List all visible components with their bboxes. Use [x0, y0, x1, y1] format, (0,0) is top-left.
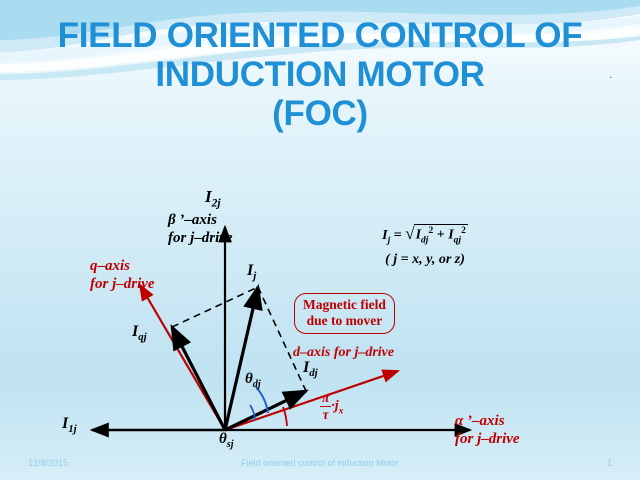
label-i1j: I1j [62, 415, 77, 436]
label-beta-axis: β ’–axis for j–drive [168, 212, 233, 246]
formula-condition: ( j = x, y, or z) [385, 251, 465, 267]
callout-line-2: due to mover [306, 312, 383, 328]
magnetic-field-callout: Magnetic field due to mover [294, 293, 395, 334]
footer-page-number: 1 [606, 458, 612, 468]
decorative-dot: . [609, 70, 613, 81]
title-line-2: INDUCTION MOTOR [155, 55, 485, 95]
label-theta-dj: θdj [245, 371, 261, 390]
footer-title: Field oriented control of induction Moto… [240, 458, 400, 468]
label-i2j: I2j [205, 187, 221, 210]
footer-date: 12/8/2015 [28, 458, 69, 468]
slide-footer: 12/8/2015 Field oriented control of indu… [0, 458, 640, 474]
formula-equation: Ij = √ Idj2 + Iqj2 [382, 224, 468, 246]
label-theta-sj: θsj [219, 431, 234, 450]
diagram-vectors [89, 224, 473, 438]
current-magnitude-formula: Ij = √ Idj2 + Iqj2 ( j = x, y, or z) [320, 223, 530, 270]
label-idj: Idj [303, 359, 318, 380]
label-d-axis: d–axis for j–drive [293, 345, 395, 360]
callout-line-1: Magnetic field [303, 297, 386, 312]
label-alpha-axis: α ’–axis for j–drive [455, 413, 520, 447]
phasor-diagram: I2j β ’–axis for j–drive q–axis for j–dr… [0, 175, 640, 450]
page-title: FIELD ORIENTED CONTROL OF INDUCTION MOTO… [0, 16, 640, 134]
label-ij: Ij [247, 262, 257, 283]
pi-over-tau-term: π τ ·jx [320, 390, 344, 422]
label-q-axis: q–axis for j–drive [90, 258, 155, 292]
label-iqj: Iqj [132, 323, 147, 344]
title-line-3: (FOC) [272, 94, 368, 134]
title-line-1: FIELD ORIENTED CONTROL OF [57, 16, 583, 55]
